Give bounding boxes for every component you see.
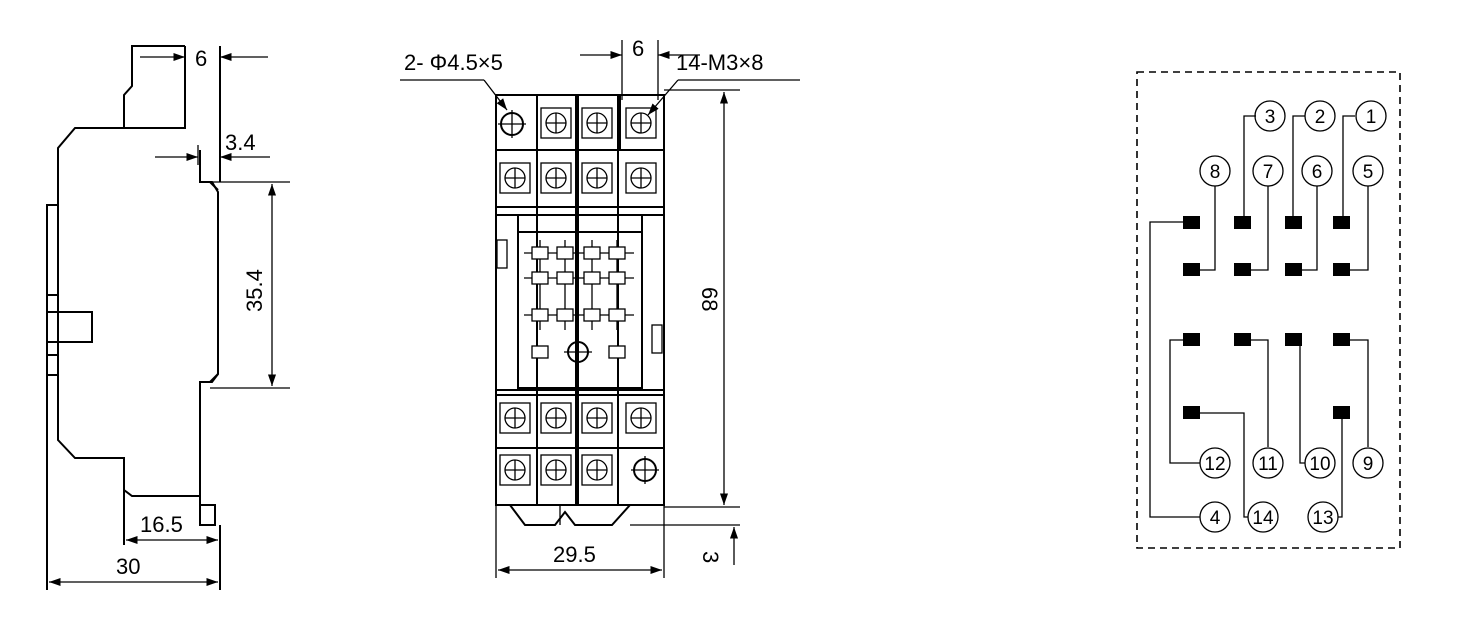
pin-9: 9 bbox=[1352, 447, 1384, 479]
front-terminals bbox=[499, 107, 657, 486]
front-dim-width: 29.5 bbox=[495, 505, 665, 578]
svg-text:1: 1 bbox=[1366, 107, 1377, 128]
svg-text:7: 7 bbox=[1263, 162, 1274, 183]
side-view: 6 3.4 35.4 16.5 30 bbox=[46, 45, 290, 590]
front-body bbox=[495, 94, 665, 526]
front-dim-height: 68 bbox=[664, 89, 740, 508]
side-dim-inner-width-label: 16.5 bbox=[140, 512, 183, 537]
side-dim-step-label: 3.4 bbox=[225, 130, 256, 155]
side-dim-top: 6 bbox=[140, 46, 268, 71]
wiring-lines bbox=[1149, 115, 1369, 518]
pin-2: 2 bbox=[1304, 100, 1336, 132]
pin-4: 4 bbox=[1199, 501, 1231, 533]
svg-text:14: 14 bbox=[1252, 508, 1274, 529]
pin-7: 7 bbox=[1252, 155, 1284, 187]
svg-text:13: 13 bbox=[1312, 508, 1333, 529]
side-dim-top-label: 6 bbox=[195, 46, 207, 71]
side-dim-inner-width: 16.5 bbox=[125, 512, 218, 545]
pin-1: 1 bbox=[1355, 100, 1387, 132]
front-dim-bottom-label: 3 bbox=[698, 551, 723, 563]
pin-3: 3 bbox=[1254, 100, 1286, 132]
svg-text:2: 2 bbox=[1315, 107, 1326, 128]
front-callout-holes: 2- Φ4.5×5 bbox=[404, 50, 503, 75]
pin-5: 5 bbox=[1352, 155, 1384, 187]
svg-text:11: 11 bbox=[1258, 454, 1278, 475]
pin-11: 11 bbox=[1252, 447, 1284, 479]
side-dim-total-width: 30 bbox=[49, 554, 218, 587]
front-dim-width-label: 29.5 bbox=[553, 542, 596, 567]
svg-text:3: 3 bbox=[1265, 107, 1276, 128]
side-dim-total-width-label: 30 bbox=[116, 554, 140, 579]
front-dim-height-label: 68 bbox=[697, 287, 722, 311]
pin-8: 8 bbox=[1199, 155, 1231, 187]
svg-text:8: 8 bbox=[1210, 162, 1221, 183]
contact-pads bbox=[1183, 216, 1350, 419]
front-dim-bottom: 3 bbox=[630, 524, 740, 565]
pin-6: 6 bbox=[1301, 155, 1333, 187]
front-callout-screws: 14-M3×8 bbox=[676, 50, 763, 75]
front-dim-top: 6 bbox=[580, 36, 700, 100]
pin-14: 14 bbox=[1247, 501, 1279, 533]
pin-12: 12 bbox=[1199, 447, 1231, 479]
front-view: 2- Φ4.5×5 6 14-M3×8 bbox=[400, 36, 800, 578]
svg-text:10: 10 bbox=[1309, 454, 1330, 475]
wiring-diagram: 1 2 3 4 5 6 7 8 9 10 11 12 13 14 bbox=[1136, 71, 1401, 549]
side-dim-rail: 35.4 bbox=[210, 181, 290, 389]
wiring-frame bbox=[1136, 71, 1401, 549]
svg-text:12: 12 bbox=[1204, 454, 1225, 475]
svg-text:6: 6 bbox=[1312, 162, 1323, 183]
side-view-outline bbox=[46, 45, 221, 590]
side-dim-step: 3.4 bbox=[155, 130, 270, 165]
pin-10: 10 bbox=[1304, 447, 1336, 479]
svg-text:5: 5 bbox=[1363, 162, 1374, 183]
front-dim-top-label: 6 bbox=[632, 36, 644, 61]
svg-text:4: 4 bbox=[1210, 508, 1221, 529]
side-dim-rail-label: 35.4 bbox=[242, 269, 267, 312]
svg-text:9: 9 bbox=[1363, 454, 1374, 475]
pin-13: 13 bbox=[1307, 501, 1339, 533]
